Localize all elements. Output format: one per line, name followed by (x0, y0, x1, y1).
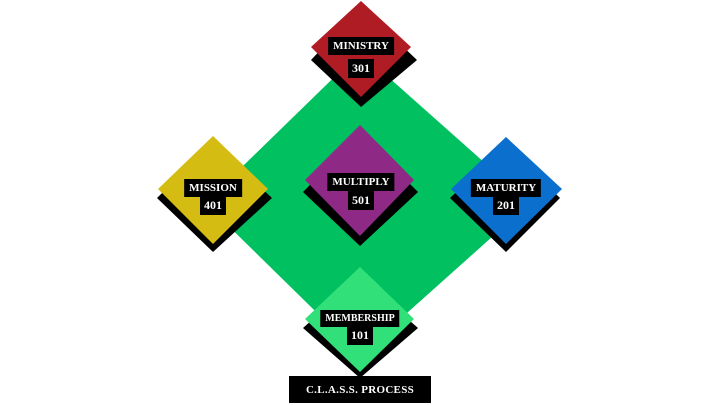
maturity-number: 201 (493, 196, 519, 215)
ministry-label: MINISTRY (328, 37, 394, 55)
mission-number: 401 (200, 196, 226, 215)
ministry-number: 301 (348, 59, 374, 78)
membership-number: 101 (347, 326, 373, 345)
membership-label: MEMBERSHIP (320, 310, 400, 327)
diagram-title: C.L.A.S.S. PROCESS (289, 376, 431, 403)
maturity-label: MATURITY (470, 179, 542, 197)
multiply-label: MULTIPLY (327, 173, 395, 191)
mission-label: MISSION (184, 179, 242, 197)
multiply-number: 501 (348, 191, 374, 210)
